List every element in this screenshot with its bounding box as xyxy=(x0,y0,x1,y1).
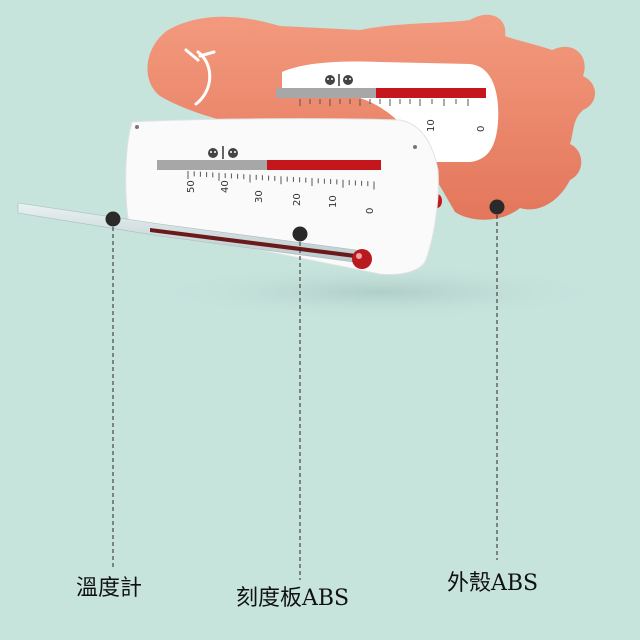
shell-housing: 10 0 xyxy=(147,14,596,220)
front-tick-20: 20 xyxy=(292,193,303,206)
back-scale-track xyxy=(276,88,376,98)
shell-window xyxy=(282,61,499,162)
callout-shell xyxy=(489,199,505,560)
smile-face-icon xyxy=(343,75,353,85)
label-scale-plate: 刻度板ABS xyxy=(236,586,350,611)
front-scale-track xyxy=(157,160,267,170)
label-shell: 外殼ABS xyxy=(447,571,539,596)
smile-face-icon xyxy=(228,148,238,158)
frown-face-icon xyxy=(208,148,218,158)
front-tick-0: 0 xyxy=(365,208,376,214)
frown-face-icon xyxy=(325,75,335,85)
front-scale-mercury xyxy=(267,160,381,170)
front-scale-ticks xyxy=(187,171,375,190)
back-scale-mercury xyxy=(376,88,486,98)
back-tick-0: 0 xyxy=(476,126,487,132)
front-tick-40: 40 xyxy=(220,180,231,193)
front-tick-10: 10 xyxy=(328,195,339,208)
front-tick-30: 30 xyxy=(254,190,265,203)
glass-thermometer xyxy=(17,202,372,269)
label-thermometer: 溫度計 xyxy=(76,576,143,601)
callout-scale-plate xyxy=(292,226,308,580)
front-tick-50: 50 xyxy=(186,180,197,193)
back-tick-10: 10 xyxy=(426,119,437,132)
floor-shadow xyxy=(150,264,610,320)
callout-thermometer xyxy=(105,211,121,570)
